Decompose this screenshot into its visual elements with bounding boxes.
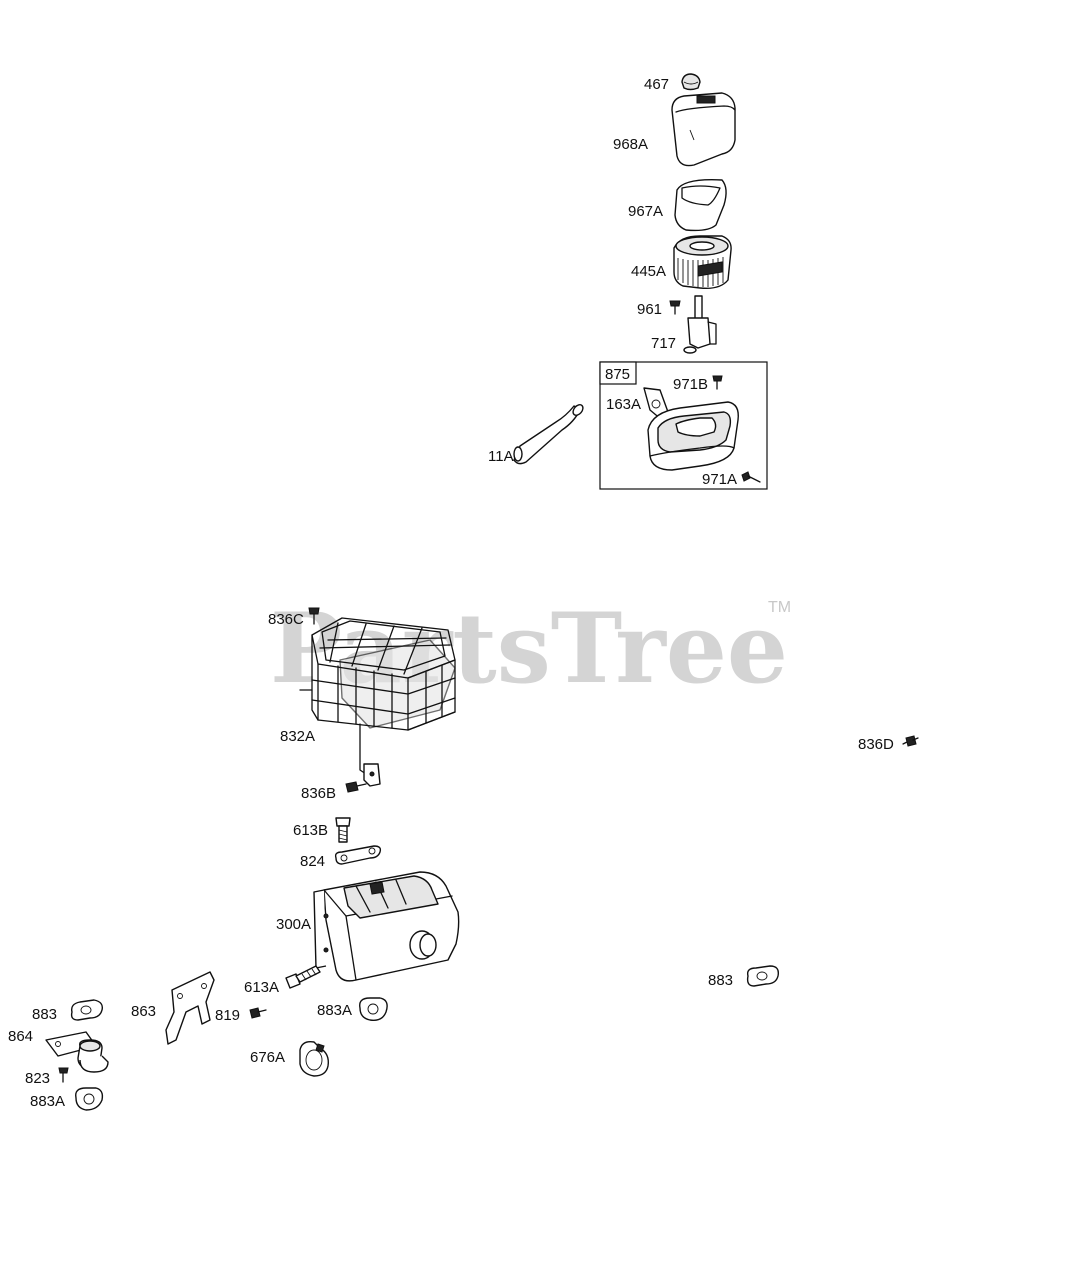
part-883-gasket-left[interactable] xyxy=(70,999,104,1021)
label-467[interactable]: 467 xyxy=(644,76,669,93)
label-819[interactable]: 819 xyxy=(215,1007,240,1024)
part-883A-gasket-center[interactable] xyxy=(359,997,388,1022)
part-883-gasket-right[interactable] xyxy=(746,965,780,987)
label-832A[interactable]: 832A xyxy=(280,728,315,745)
label-971B[interactable]: 971B xyxy=(673,376,708,393)
part-11A-hose[interactable] xyxy=(513,403,585,465)
part-836B-screw[interactable] xyxy=(345,781,367,793)
part-824-lockplate[interactable] xyxy=(334,845,382,865)
part-air-cleaner-base[interactable] xyxy=(647,401,739,471)
label-971A[interactable]: 971A xyxy=(702,471,737,488)
part-613B-bolt[interactable] xyxy=(335,817,351,843)
label-717[interactable]: 717 xyxy=(651,335,676,352)
part-863-bracket[interactable] xyxy=(165,971,215,1045)
part-961-bolt[interactable] xyxy=(669,300,681,315)
label-875[interactable]: 875 xyxy=(605,366,630,383)
label-883-left[interactable]: 883 xyxy=(32,1006,57,1023)
part-613A-bolt[interactable] xyxy=(285,965,321,989)
part-300A-muffler[interactable] xyxy=(313,871,460,982)
label-300A[interactable]: 300A xyxy=(276,916,311,933)
label-613B[interactable]: 613B xyxy=(293,822,328,839)
part-968A-cover[interactable] xyxy=(671,92,736,167)
part-819-screw[interactable] xyxy=(249,1007,267,1019)
label-836B[interactable]: 836B xyxy=(301,785,336,802)
part-836C-screw[interactable] xyxy=(308,607,320,625)
part-971B-screw[interactable] xyxy=(712,375,723,390)
part-836D-screw[interactable] xyxy=(902,735,919,747)
label-961[interactable]: 961 xyxy=(637,301,662,318)
part-864-elbow[interactable] xyxy=(45,1031,109,1073)
label-823[interactable]: 823 xyxy=(25,1070,50,1087)
label-11A[interactable]: 11A xyxy=(488,448,514,465)
label-676A[interactable]: 676A xyxy=(250,1049,285,1066)
part-676A-clamp[interactable] xyxy=(299,1040,330,1077)
part-445A-filter[interactable] xyxy=(673,235,732,290)
part-967A-prefilter[interactable] xyxy=(674,179,727,232)
part-832A-guard[interactable] xyxy=(299,617,456,787)
label-883-right[interactable]: 883 xyxy=(708,972,733,989)
part-823-screw[interactable] xyxy=(58,1067,69,1083)
label-883A-center[interactable]: 883A xyxy=(317,1002,352,1019)
part-883A-gasket-left[interactable] xyxy=(75,1087,104,1111)
label-836D[interactable]: 836D xyxy=(858,736,894,753)
label-968A[interactable]: 968A xyxy=(613,136,648,153)
label-163A[interactable]: 163A xyxy=(606,396,641,413)
kit-875-tag xyxy=(599,361,637,385)
label-445A[interactable]: 445A xyxy=(631,263,666,280)
kit-875-box xyxy=(599,361,768,490)
label-883A-left[interactable]: 883A xyxy=(30,1093,65,1110)
watermark-trademark: TM xyxy=(768,599,791,616)
label-864[interactable]: 864 xyxy=(8,1028,33,1045)
part-717-bracket[interactable] xyxy=(683,295,717,354)
label-824[interactable]: 824 xyxy=(300,853,325,870)
label-863[interactable]: 863 xyxy=(131,1003,156,1020)
label-613A[interactable]: 613A xyxy=(244,979,279,996)
label-967A[interactable]: 967A xyxy=(628,203,663,220)
part-971A-screw[interactable] xyxy=(741,471,761,483)
part-467-knob[interactable] xyxy=(681,73,701,91)
label-836C[interactable]: 836C xyxy=(268,611,304,628)
